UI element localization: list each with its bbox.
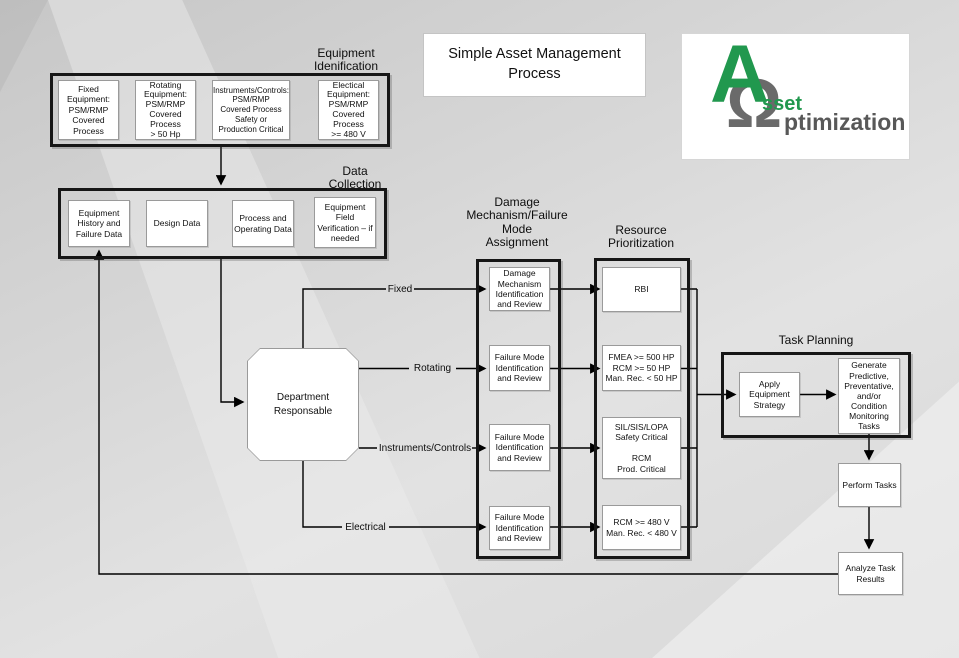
- node-rbi: RBI: [602, 267, 681, 312]
- node-failure-mode-instruments: Failure Mode Identification and Review: [489, 424, 550, 471]
- connector-electrical-left: [302, 461, 342, 528]
- node-analyze-task-results: Analyze Task Results: [838, 552, 903, 595]
- node-failure-mode-rotating: Failure Mode Identification and Review: [489, 345, 550, 391]
- node-sil-sis-lopa: SIL/SIS/LOPA Safety Critical RCM Prod. C…: [602, 417, 681, 479]
- node-design-data: Design Data: [146, 200, 208, 247]
- resource-prioritization-header: Resource Prioritization: [607, 223, 675, 251]
- diagram-title-card: Simple Asset Management Process: [423, 33, 646, 97]
- node-generate-tasks: Generate Predictive, Preventative, and/o…: [838, 358, 900, 434]
- connector-collection-to-department: [220, 259, 245, 408]
- node-electrical-equipment: Electical Equipment: PSM/RMP Covered Pro…: [318, 80, 379, 140]
- node-rotating-equipment: Rotating Equipment: PSM/RMP Covered Proc…: [135, 80, 196, 140]
- damage-assignment-header: Damage Mechanism/Failure Mode Assignment: [466, 195, 568, 250]
- logo-text-ptimization: ptimization: [784, 109, 906, 135]
- node-failure-mode-electrical: Failure Mode Identification and Review: [489, 506, 550, 550]
- node-fixed-equipment: Fixed Equipment: PSM/RMP Covered Process: [58, 80, 119, 140]
- diagram-title: Simple Asset Management Process: [448, 46, 621, 82]
- connector-fixed-left: [302, 288, 386, 348]
- node-rcm-480v: RCM >= 480 V Man. Rec. < 480 V: [602, 505, 681, 550]
- flow-label-rotating: Rotating: [413, 363, 452, 374]
- node-apply-equipment-strategy: Apply Equipment Strategy: [739, 372, 800, 417]
- logo-letter-a: A: [710, 29, 770, 120]
- flow-label-fixed: Fixed: [387, 284, 413, 295]
- node-damage-mechanism-review: Damage Mechanism Identification and Revi…: [489, 267, 550, 311]
- logo-text-sset: sset: [762, 93, 803, 115]
- task-planning-header: Task Planning: [778, 333, 854, 347]
- flow-label-instruments-controls: Instruments/Controls: [378, 443, 472, 454]
- node-perform-tasks: Perform Tasks: [838, 463, 901, 507]
- equipment-identification-header: Equipment Idenification: [313, 46, 379, 74]
- asset-optimization-logo: Ω A sset ptimization: [681, 33, 910, 160]
- flow-label-electrical: Electrical: [345, 522, 386, 533]
- data-collection-header: Data Collection: [328, 164, 382, 192]
- node-department-responsable: Department Responsable: [247, 348, 359, 461]
- node-field-verification: Equipment Field Verification – if needed: [314, 197, 376, 248]
- node-fmea-rcm: FMEA >= 500 HP RCM >= 50 HP Man. Rec. < …: [602, 345, 681, 391]
- node-instruments-controls-equipment: Instruments/Controls: PSM/RMP Covered Pr…: [212, 80, 290, 140]
- node-process-operating-data: Process and Operating Data: [232, 200, 294, 247]
- node-equipment-history: Equipment History and Failure Data: [68, 200, 130, 247]
- logo-omega-icon: Ω: [726, 64, 783, 142]
- department-responsable-label: Department Responsable: [248, 349, 358, 460]
- equipment-identification-frame: [50, 73, 390, 147]
